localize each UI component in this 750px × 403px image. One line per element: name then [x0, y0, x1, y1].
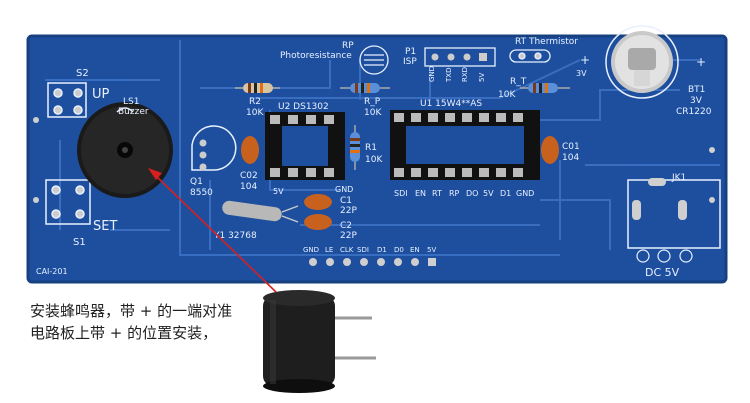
hdr-pin-5: D0: [394, 246, 404, 254]
isp-pin-3: 5V: [478, 73, 486, 82]
label-up: UP: [92, 87, 110, 102]
capacitor-c2: [304, 214, 332, 230]
resistor-r2: [235, 83, 280, 93]
resistor-r1: [350, 125, 360, 170]
label-c02: C02: [240, 171, 258, 181]
label-ls1: LS1: [123, 97, 139, 107]
label-isp: ISP: [403, 57, 417, 67]
label-rt-value: 10K: [498, 90, 516, 100]
resistor-rp: [340, 83, 390, 93]
capacitor-c02: [241, 136, 259, 164]
label-buzzer: Buzzer: [118, 107, 149, 117]
transistor-q1: [191, 125, 237, 171]
isp-pin-1: TXD: [445, 68, 453, 83]
capacitor-c01: [541, 136, 559, 164]
u1-pin-1: EN: [415, 189, 426, 198]
label-s2: S2: [76, 68, 89, 79]
label-bt1: BT1: [688, 85, 705, 95]
capacitor-c1: [304, 194, 332, 210]
label-q1-part: 8550: [190, 188, 213, 198]
u1-pin-3: RP: [449, 189, 460, 198]
isp-header: [424, 47, 496, 67]
label-r1: R1: [365, 143, 377, 153]
resistor-rt: [520, 83, 570, 93]
label-c02-value: 104: [240, 182, 257, 192]
label-model: CAI-201: [36, 267, 68, 276]
caption-line-2: 电路板上带 + 的位置安装，: [30, 324, 218, 342]
label-u2: U2 DS1302: [278, 102, 329, 112]
label-dc: DC 5V: [645, 266, 680, 279]
crystal-y1: [222, 200, 299, 223]
label-rp: RP: [342, 41, 354, 51]
battery-holder: [605, 25, 679, 99]
switch-s2: [47, 82, 87, 118]
label-bt-plus: +: [580, 53, 590, 67]
label-photoresistance: Photoresistance: [280, 51, 352, 61]
u2-pin-5v: 5V: [273, 187, 284, 196]
hdr-pin-6: EN: [410, 246, 420, 254]
label-r2: R2: [249, 97, 261, 107]
label-y1: Y1 32768: [213, 231, 257, 241]
label-c2-value: 22P: [340, 231, 357, 241]
mounting-pads: [33, 117, 715, 203]
label-rp-value: 10K: [364, 108, 382, 118]
u1-pin-4: DO: [466, 189, 478, 198]
buzzer-onboard: [77, 102, 173, 198]
label-c1-value: 22P: [340, 206, 357, 216]
label-p1: P1: [405, 47, 416, 57]
hdr-pin-7: 5V: [427, 246, 436, 254]
instruction-caption: 安装蜂鸣器，带 + 的一端对准 电路板上带 + 的位置安装，: [30, 300, 260, 344]
u1-pin-5: 5V: [483, 189, 494, 198]
hdr-pin-1: LE: [325, 246, 333, 254]
label-rp-res: R_P: [364, 97, 381, 107]
isp-pin-0: GND: [428, 66, 436, 82]
u1-pin-0: SDI: [394, 189, 408, 198]
label-rt: R_T: [510, 77, 527, 87]
label-c01: C01: [562, 142, 580, 152]
label-q1: Q1: [190, 177, 203, 187]
label-rt-thermistor: RT Thermistor: [515, 37, 578, 47]
ic-socket-u1: [390, 110, 540, 180]
caption-line-1: 安装蜂鸣器，带 + 的一端对准: [30, 302, 233, 320]
label-c01-value: 104: [562, 153, 579, 163]
label-c2: C2: [340, 221, 352, 231]
hdr-pin-0: GND: [303, 246, 319, 254]
u1-pin-6: D1: [500, 189, 511, 198]
isp-pin-2: RXD: [461, 67, 469, 82]
hdr-pin-3: SDI: [357, 246, 369, 254]
buzzer-inset-photo: [257, 286, 385, 396]
label-u1: U1 15W4**AS: [420, 99, 482, 109]
label-bt-v: 3V: [576, 69, 587, 78]
photoresistor-rp: [359, 45, 389, 75]
bottom-header: [309, 258, 436, 266]
pointer-arrow: [148, 168, 277, 293]
label-c1: C1: [340, 196, 352, 206]
u1-pin-2: RT: [432, 189, 442, 198]
label-bt-plus2: +: [696, 55, 706, 69]
label-jk1: JK1: [671, 173, 686, 183]
hdr-pin-4: D1: [377, 246, 387, 254]
u1-pin-labels: SDI EN RT RP DO 5V D1 GND: [394, 189, 534, 198]
label-r2-value: 10K: [246, 108, 264, 118]
bottom-header-labels: GND LE CLK SDI D1 D0 EN 5V: [303, 246, 436, 254]
label-set: SET: [93, 219, 117, 234]
ic-socket-u2: [265, 112, 345, 180]
thermistor-rt: [509, 49, 551, 63]
u1-pin-7: GND: [516, 189, 534, 198]
label-s1: S1: [73, 237, 86, 248]
dc-jack: [627, 178, 721, 263]
hdr-pin-2: CLK: [340, 246, 354, 254]
label-r1-value: 10K: [365, 155, 383, 165]
u2-pin-gnd: GND: [335, 185, 353, 194]
switch-s1: [45, 179, 91, 225]
label-bt1-type: CR1220: [676, 107, 712, 117]
label-bt1-v: 3V: [690, 96, 703, 106]
